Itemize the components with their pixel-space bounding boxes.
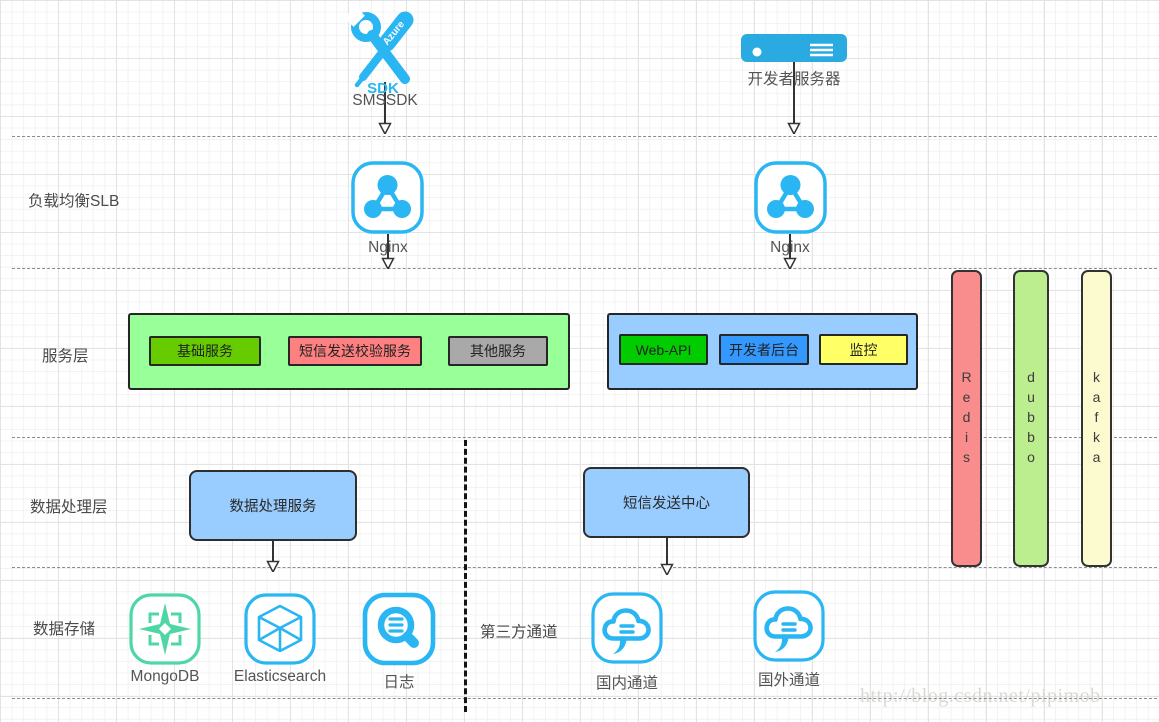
third-party-divider — [464, 440, 467, 712]
lane-label-third-party: 第三方通道 — [480, 624, 558, 641]
middleware-bar-redis: Redis — [951, 270, 982, 567]
nginx-label-right: Nginx — [770, 239, 810, 256]
middleware-bar-dubbo: dubbo — [1013, 270, 1049, 567]
sms-send-center-box: 短信发送中心 — [583, 467, 750, 538]
watermark: http://blog.csdn.net/pipimob — [860, 685, 1101, 707]
elasticsearch-icon — [244, 593, 316, 665]
redis-label: Redis — [958, 368, 975, 469]
sdk-tools-icon: Azure SDK — [344, 6, 414, 97]
lane-divider-4 — [12, 567, 1157, 568]
mongodb-icon — [129, 593, 201, 665]
foreign-channel-label: 国外通道 — [757, 672, 820, 689]
log-icon — [362, 592, 436, 666]
arrow-processing-down — [266, 539, 280, 572]
foreign-channel-icon — [753, 590, 825, 662]
nginx-icon-right — [754, 161, 827, 234]
lane-label-service: 服务层 — [42, 348, 89, 365]
developer-server-label: 开发者服务器 — [747, 71, 841, 88]
data-processing-service-box: 数据处理服务 — [189, 470, 357, 541]
lane-divider-5 — [12, 698, 1157, 699]
service-item-other: 其他服务 — [448, 336, 548, 366]
lane-divider-1 — [12, 136, 1157, 137]
arrow-sdk-to-nginx — [378, 82, 392, 134]
lane-label-slb: 负载均衡SLB — [28, 193, 120, 210]
domestic-channel-icon — [591, 592, 663, 664]
lane-divider-3 — [12, 437, 1157, 438]
nginx-label-left: Nginx — [368, 239, 408, 256]
developer-server-icon — [741, 34, 847, 62]
service-group-blue: Web-API 开发者后台 监控 — [607, 313, 918, 390]
lane-label-storage: 数据存储 — [33, 621, 96, 638]
arrow-server-to-nginx — [787, 62, 801, 134]
service-item-dev-admin: 开发者后台 — [719, 334, 809, 365]
elasticsearch-label: Elasticsearch — [233, 668, 327, 685]
service-group-green: 基础服务 短信发送校验服务 其他服务 — [128, 313, 570, 390]
arrow-nginx-left-down — [381, 234, 395, 269]
sdk-label: SMSSDK — [352, 92, 418, 109]
service-item-monitor: 监控 — [819, 334, 908, 365]
service-item-webapi: Web-API — [619, 334, 708, 365]
nginx-icon-left — [351, 161, 424, 234]
arrow-sms-center-down — [660, 536, 674, 575]
arrow-nginx-right-down — [783, 234, 797, 269]
lane-label-processing: 数据处理层 — [30, 499, 108, 516]
mongodb-label: MongoDB — [130, 668, 200, 685]
sdk-text: SDK — [367, 80, 399, 97]
service-item-sms-verify: 短信发送校验服务 — [288, 336, 422, 366]
lane-divider-2 — [12, 268, 1157, 269]
log-label: 日志 — [383, 674, 415, 691]
dubbo-label: dubbo — [1023, 368, 1039, 469]
service-item-basic: 基础服务 — [149, 336, 261, 366]
domestic-channel-label: 国内通道 — [595, 675, 658, 692]
middleware-bar-kafka: kafka — [1081, 270, 1112, 567]
kafka-label: kafka — [1088, 368, 1105, 469]
